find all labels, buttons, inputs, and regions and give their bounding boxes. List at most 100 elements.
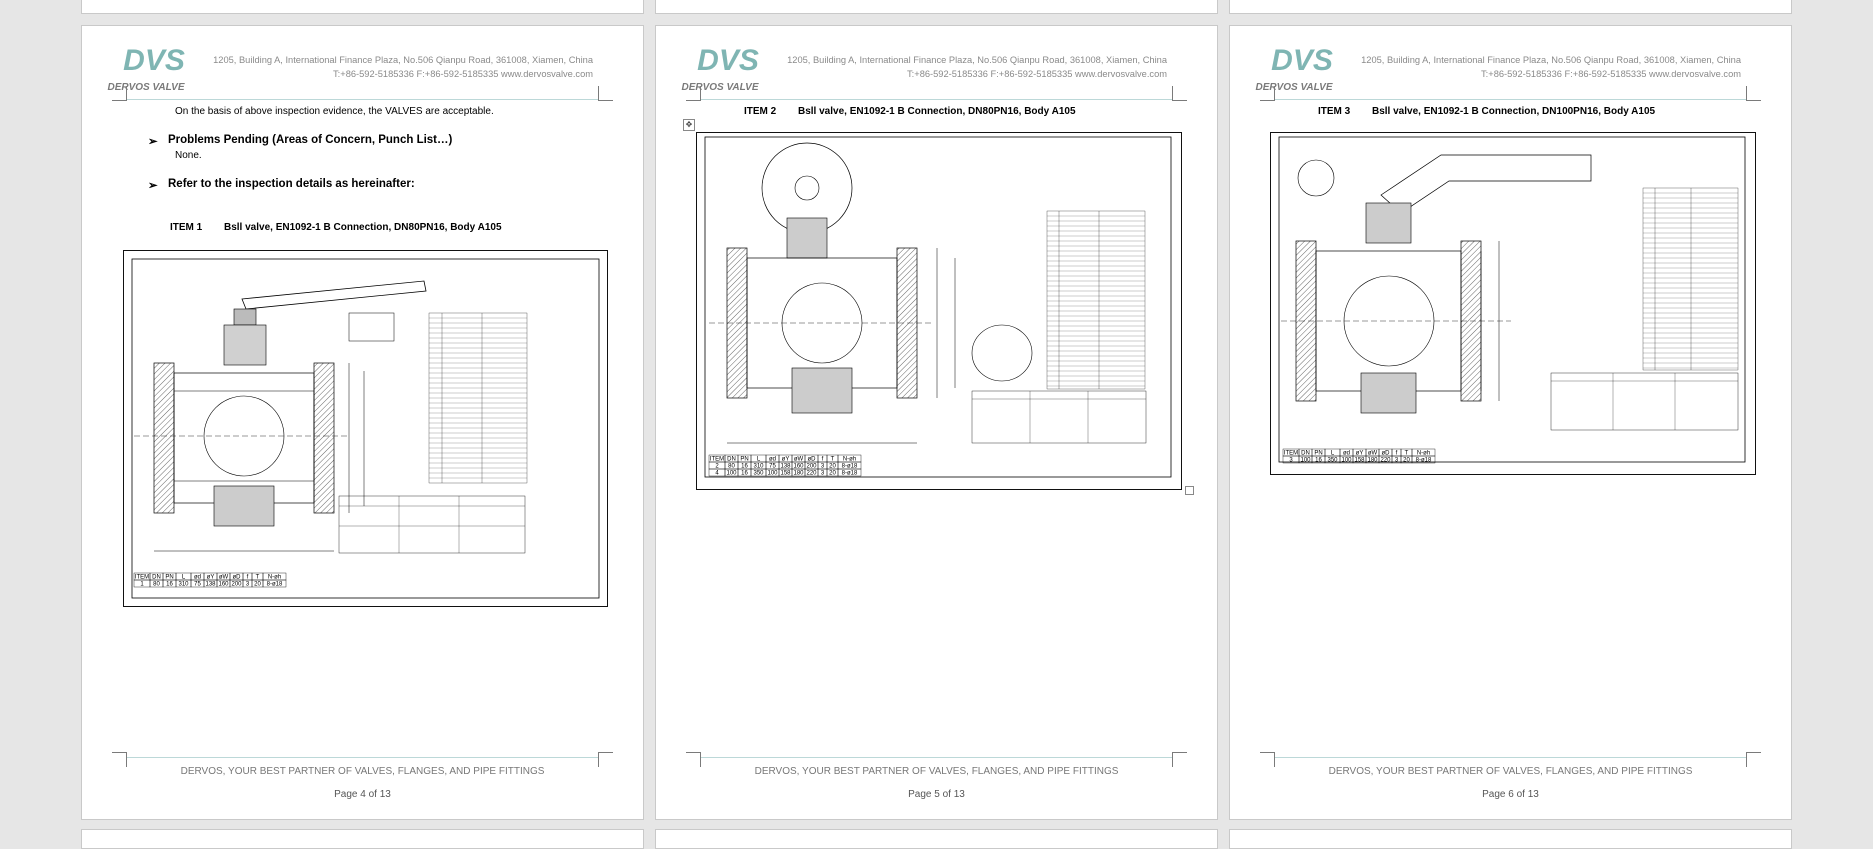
table-resize-handle[interactable] xyxy=(1185,486,1194,495)
header-corner-mark xyxy=(1260,86,1275,101)
table-cell: 16 xyxy=(1315,458,1322,464)
svg-text:DVS: DVS xyxy=(1271,44,1333,77)
company-address-block: 1205, Building A, International Finance … xyxy=(213,53,593,81)
problems-heading: Problems Pending (Areas of Concern, Punc… xyxy=(168,134,453,146)
table-header-cell: ød xyxy=(194,575,201,581)
item-label: ITEM 3 xyxy=(1318,106,1351,117)
header-rule xyxy=(701,99,1172,100)
table-header-cell: PN xyxy=(740,457,748,463)
footer-corner-mark xyxy=(1746,752,1761,767)
table-header-cell: øW xyxy=(794,457,804,463)
table-header-cell: f xyxy=(1396,451,1398,457)
item-title: Bsll valve, EN1092-1 B Connection, DN80P… xyxy=(798,106,1076,117)
footer-corner-mark xyxy=(112,752,127,767)
table-cell: 8-ø18 xyxy=(267,582,283,588)
svg-text:DERVOS VALVE: DERVOS VALVE xyxy=(107,82,184,93)
table-cell: 100 xyxy=(726,471,737,477)
previous-page-strip-1 xyxy=(81,0,644,14)
table-cell: 350 xyxy=(1327,458,1338,464)
table-header-cell: øW xyxy=(1368,451,1378,457)
table-cell-border xyxy=(837,468,862,477)
table-cell: 16 xyxy=(741,464,748,470)
table-cell: 1 xyxy=(140,582,144,588)
company-address-block: 1205, Building A, International Finance … xyxy=(1361,53,1741,81)
table-cell: 4 xyxy=(715,471,719,477)
table-header-cell: T xyxy=(256,575,260,581)
table-cell: 200 xyxy=(231,582,242,588)
footer-corner-mark xyxy=(598,752,613,767)
table-cell: 3 xyxy=(246,582,250,588)
header-corner-mark xyxy=(1746,86,1761,101)
page-number: Page 6 of 13 xyxy=(1482,789,1539,800)
table-cell-border xyxy=(262,579,287,588)
table-header-cell: øY xyxy=(207,575,215,581)
table-header-cell: L xyxy=(182,575,186,581)
table-cell: 100 xyxy=(767,471,778,477)
table-header-cell: N-øh xyxy=(843,457,856,463)
table-header-cell: ød xyxy=(769,457,776,463)
table-header-cell: ITEM xyxy=(135,575,149,581)
footer-slogan: DERVOS, YOUR BEST PARTNER OF VALVES, FLA… xyxy=(180,766,545,777)
table-cell: 20 xyxy=(1403,458,1410,464)
table-cell: 138 xyxy=(205,582,216,588)
footer-slogan: DERVOS, YOUR BEST PARTNER OF VALVES, FLA… xyxy=(1328,766,1693,777)
company-address: 1205, Building A, International Finance … xyxy=(213,55,593,65)
svg-text:DVS: DVS xyxy=(697,44,759,77)
table-header-cell: L xyxy=(757,457,761,463)
table-cell: 2 xyxy=(715,464,719,470)
footer-rule xyxy=(701,757,1172,758)
header-rule xyxy=(127,99,598,100)
document-page-5[interactable]: DVS DERVOS VALVE 1205, Building A, Inter… xyxy=(655,25,1218,820)
table-cell: 80 xyxy=(153,582,160,588)
next-page-strip-3 xyxy=(1229,829,1792,849)
table-header-cell: øD xyxy=(808,457,817,463)
table-cell: 158 xyxy=(1354,458,1365,464)
company-contact: T:+86-592-5185336 F:+86-592-5185335 www.… xyxy=(333,69,593,79)
table-cell: 160 xyxy=(793,464,804,470)
table-cell: 8-ø18 xyxy=(842,464,858,470)
table-cell: 8-ø18 xyxy=(842,471,858,477)
table-header-cell: DN xyxy=(152,575,161,581)
document-page-4[interactable]: DVS DERVOS VALVE 1205, Building A, Inter… xyxy=(81,25,644,820)
table-header-cell: N-øh xyxy=(1417,451,1430,457)
svg-text:DVS: DVS xyxy=(123,44,185,77)
table-header-cell: øD xyxy=(1382,451,1391,457)
table-cell: 16 xyxy=(741,471,748,477)
table-cell: 75 xyxy=(769,464,776,470)
header-corner-mark xyxy=(1172,86,1187,101)
problems-text: None. xyxy=(175,150,202,161)
footer-slogan: DERVOS, YOUR BEST PARTNER OF VALVES, FLA… xyxy=(754,766,1119,777)
table-cell: 220 xyxy=(1380,458,1391,464)
table-header-cell: N-øh xyxy=(268,575,281,581)
bullet-arrow: ➢ xyxy=(148,180,158,192)
table-header-cell: ITEM xyxy=(710,457,724,463)
header-rule xyxy=(1275,99,1746,100)
table-cell: 8-ø18 xyxy=(1416,458,1432,464)
footer-corner-mark xyxy=(1172,752,1187,767)
table-cell: 20 xyxy=(829,471,836,477)
header-corner-mark xyxy=(112,86,127,101)
table-cell-border xyxy=(1411,455,1436,464)
table-move-handle-icon[interactable]: ✥ xyxy=(683,119,695,131)
table-cell: 20 xyxy=(829,464,836,470)
header-corner-mark xyxy=(598,86,613,101)
next-page-strip-1 xyxy=(81,829,644,849)
table-header-cell: L xyxy=(1331,451,1335,457)
table-cell: 310 xyxy=(178,582,189,588)
footer-corner-mark xyxy=(1260,752,1275,767)
svg-text:DERVOS VALVE: DERVOS VALVE xyxy=(1255,82,1332,93)
document-page-6[interactable]: DVS DERVOS VALVE 1205, Building A, Inter… xyxy=(1229,25,1792,820)
table-header-cell: f xyxy=(822,457,824,463)
table-cell: 100 xyxy=(1300,458,1311,464)
next-page-strip-2 xyxy=(655,829,1218,849)
table-header-cell: øY xyxy=(1356,451,1364,457)
table-header-cell: PN xyxy=(165,575,173,581)
table-cell: 180 xyxy=(1367,458,1378,464)
previous-page-strip-3 xyxy=(1229,0,1792,14)
